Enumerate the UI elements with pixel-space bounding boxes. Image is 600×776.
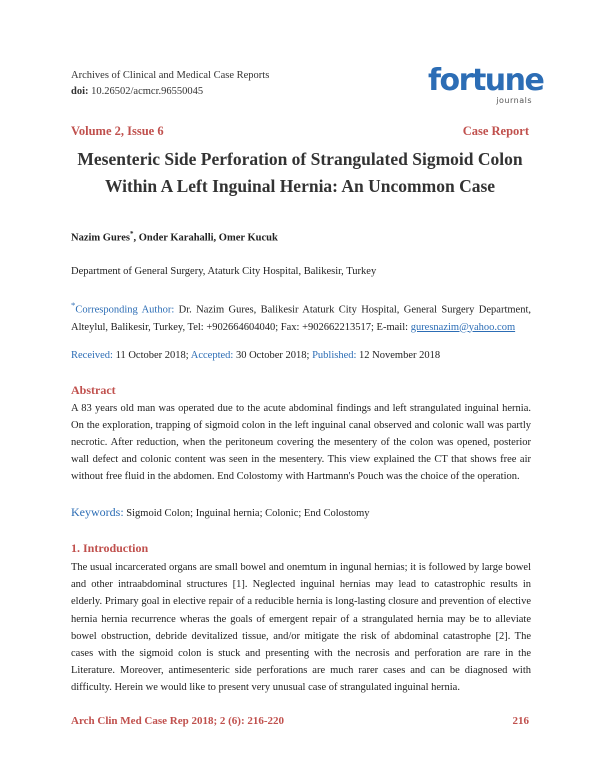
article-title-line-1: Mesenteric Side Perforation of Strangula… <box>77 149 523 169</box>
email-link[interactable]: guresnazim@yahoo.com <box>410 321 516 333</box>
corresponding-mark: * <box>71 300 76 310</box>
received-date: 11 October 2018; <box>112 350 191 361</box>
page-number: 216 <box>512 715 530 727</box>
footer-citation: Arch Clin Med Case Rep 2018; 2 (6): 216-… <box>71 715 285 727</box>
keywords: Keywords: Sigmoid Colon; Inguinal hernia… <box>71 505 370 520</box>
article-title-line-2: Within A Left Inguinal Hernia: An Uncomm… <box>104 176 496 196</box>
abstract-body: A 83 years old man was operated due to t… <box>71 403 531 482</box>
keywords-label: Keywords: <box>71 505 124 519</box>
published-date: 12 November 2018 <box>356 350 441 361</box>
keywords-text: Sigmoid Colon; Inguinal hernia; Colonic;… <box>123 508 370 519</box>
corresponding-mark: * <box>130 230 134 238</box>
corresponding-author: *Corresponding Author: Dr. Nazim Gures, … <box>71 297 531 336</box>
journal-name: Archives of Clinical and Medical Case Re… <box>71 70 270 81</box>
author-rest: , Onder Karahalli, Omer Kucuk <box>133 232 278 244</box>
department-affiliation: Department of General Surgery, Ataturk C… <box>71 266 377 277</box>
author-list: Nazim Gures*, Onder Karahalli, Omer Kucu… <box>71 230 278 244</box>
article-type: Case Report <box>462 124 529 138</box>
logo-wordmark: fortune <box>428 63 545 98</box>
published-label: Published: <box>312 350 357 361</box>
author-first: Nazim Gures <box>71 232 131 244</box>
volume-issue: Volume 2, Issue 6 <box>71 124 164 138</box>
introduction-body: The usual incarcerated organs are small … <box>71 562 531 694</box>
corresponding-label: Corresponding Author: <box>75 304 175 316</box>
fortune-journals-logo: fortune journals <box>428 63 545 114</box>
doi-value: 10.26502/acmcr.96550045 <box>91 86 204 97</box>
doi-label: doi: <box>71 86 89 97</box>
accepted-label: Accepted: <box>190 350 234 361</box>
corresponding-details: Dr. Nazim Gures, Balikesir Ataturk City … <box>71 304 531 333</box>
abstract-heading: Abstract <box>71 383 116 397</box>
introduction-heading: 1. Introduction <box>71 541 149 555</box>
logo-subtitle: journals <box>496 96 532 105</box>
accepted-date: 30 October 2018; <box>233 350 313 361</box>
doi-line: doi: 10.26502/acmcr.96550045 <box>71 86 203 97</box>
received-label: Received: <box>71 350 113 361</box>
article-dates: Received: 11 October 2018; Accepted: 30 … <box>71 350 440 361</box>
